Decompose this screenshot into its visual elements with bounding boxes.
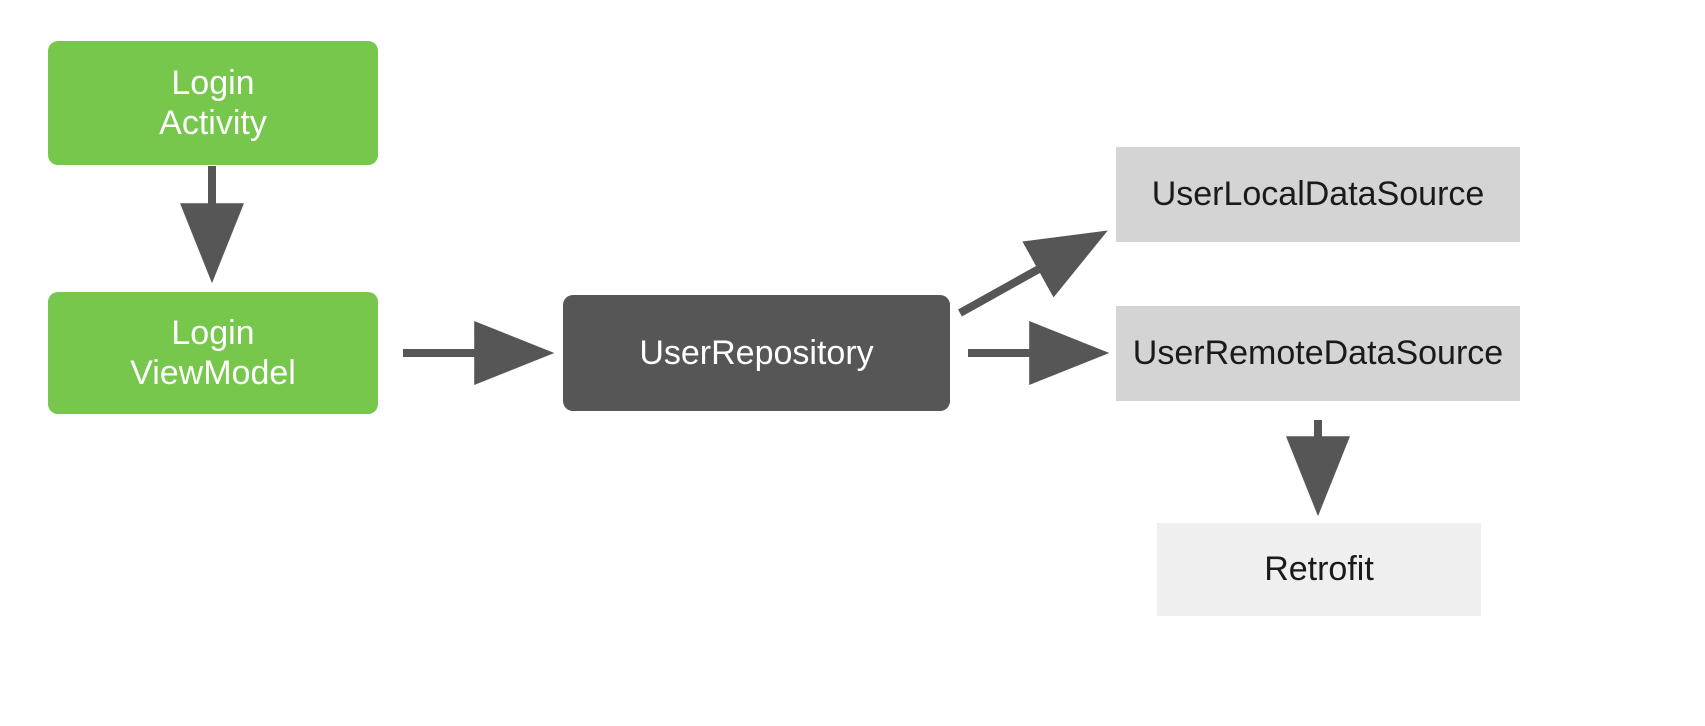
arrow-repository-to-local xyxy=(958,230,1108,317)
node-user-local-data-source[interactable]: UserLocalDataSource xyxy=(1116,147,1520,242)
node-login-activity[interactable]: Login Activity xyxy=(48,41,378,165)
node-user-repository[interactable]: UserRepository xyxy=(563,295,950,411)
node-login-viewmodel[interactable]: Login ViewModel xyxy=(48,292,378,414)
node-user-remote-data-source[interactable]: UserRemoteDataSource xyxy=(1116,306,1520,401)
node-retrofit[interactable]: Retrofit xyxy=(1157,523,1481,616)
